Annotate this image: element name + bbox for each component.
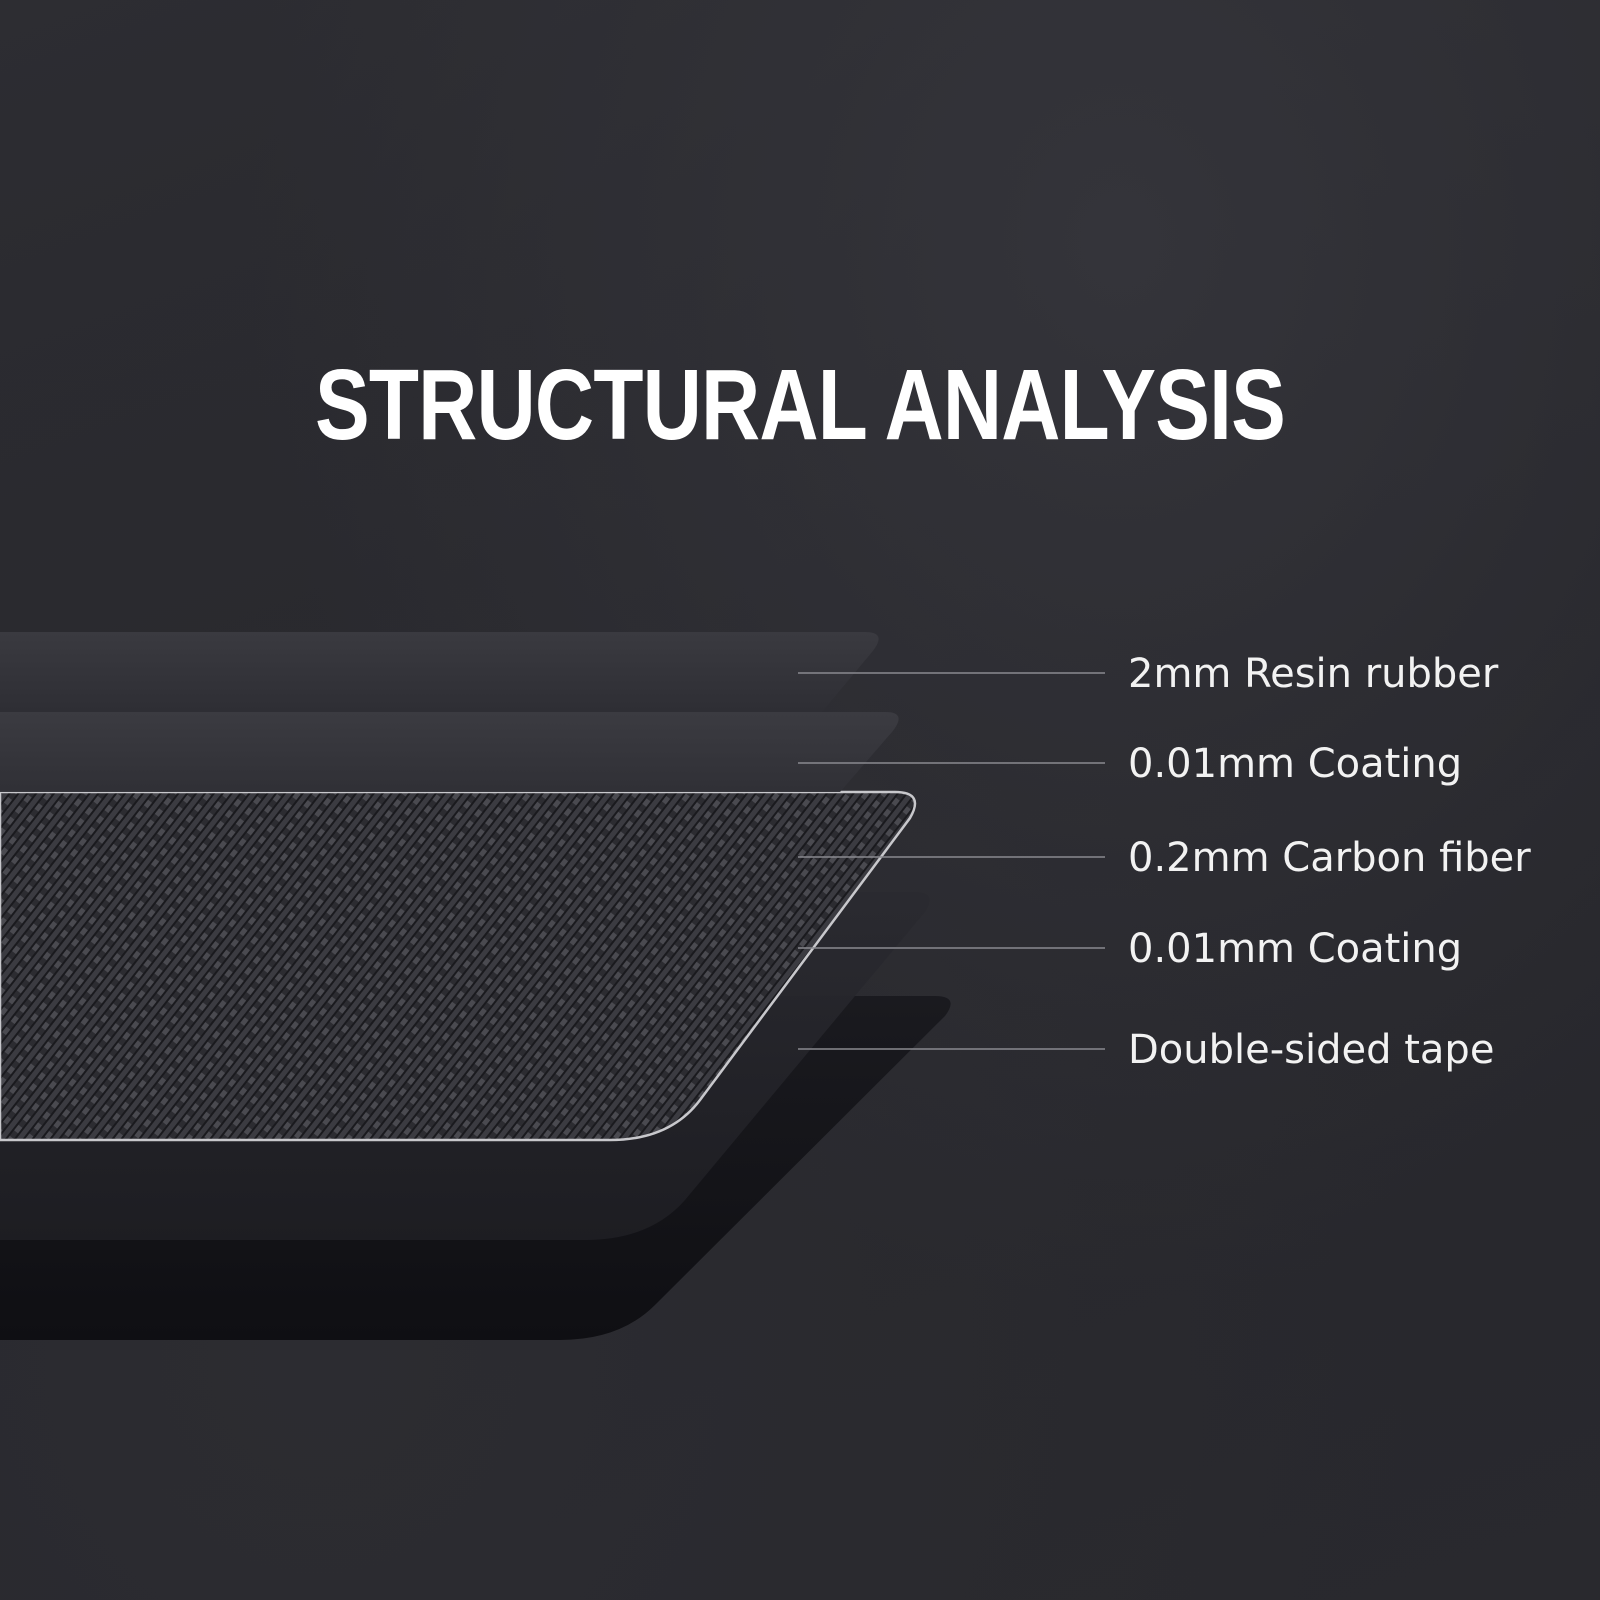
upper-coating-layer xyxy=(0,712,899,792)
label-upper-coating: 0.01mm Coating xyxy=(1128,741,1463,787)
leader-lines xyxy=(798,672,1105,1050)
carbon-fiber-layer xyxy=(0,790,917,1142)
resin-rubber-layer xyxy=(0,632,879,712)
label-carbon-fiber: 0.2mm Carbon fiber xyxy=(1128,835,1531,881)
label-resin-rubber: 2mm Resin rubber xyxy=(1128,651,1499,697)
page-title: STRUCTURAL ANALYSIS xyxy=(314,349,1286,461)
label-lower-coating: 0.01mm Coating xyxy=(1128,926,1463,972)
label-double-sided-tape: Double-sided tape xyxy=(1128,1027,1495,1073)
